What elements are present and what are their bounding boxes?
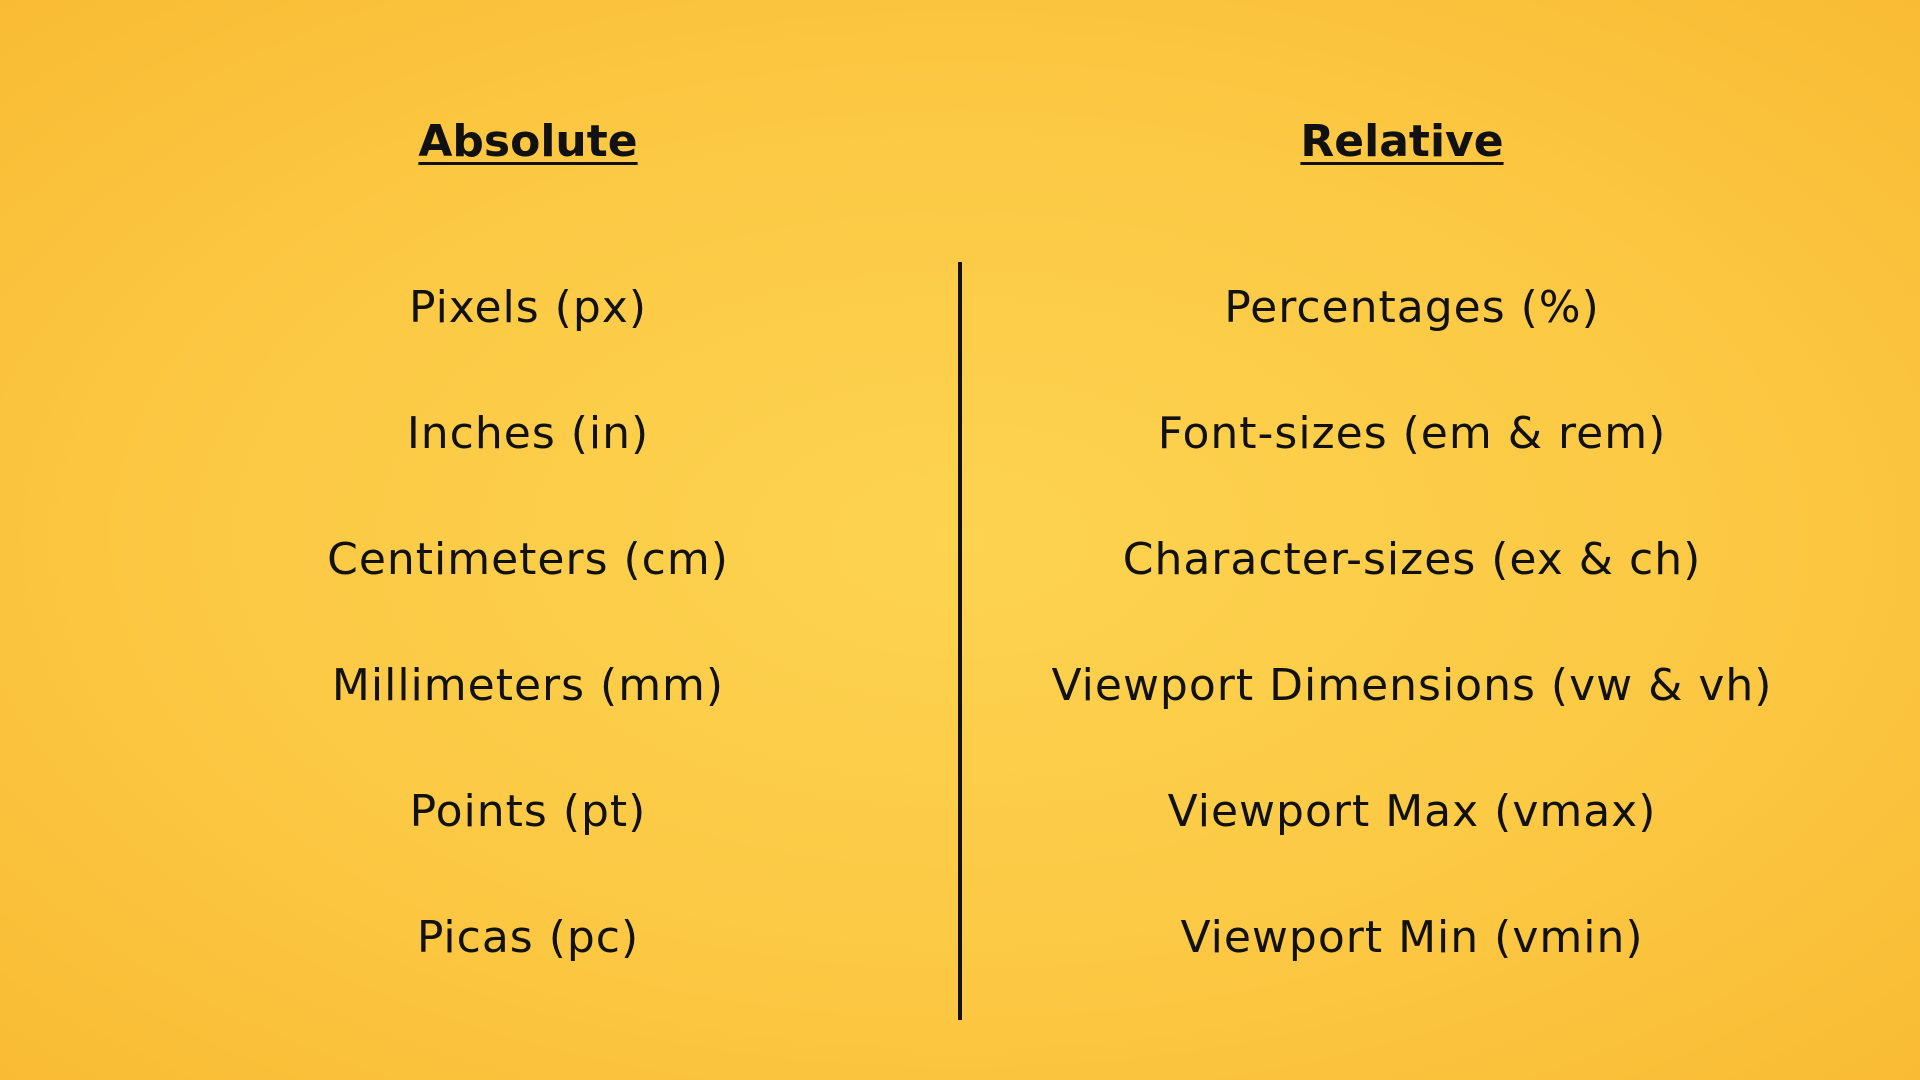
relative-unit-item: Viewport Dimensions (vw & vh) <box>1051 660 1773 711</box>
absolute-unit-item: Points (pt) <box>409 786 647 837</box>
relative-unit-item: Font-sizes (em & rem) <box>1157 408 1667 459</box>
relative-units-list: Percentages (%) Font-sizes (em & rem) Ch… <box>1032 276 1792 1032</box>
absolute-unit-item: Inches (in) <box>406 408 650 459</box>
absolute-unit-item: Picas (pc) <box>416 912 640 963</box>
relative-unit-item: Viewport Max (vmax) <box>1167 786 1657 837</box>
column-divider <box>958 262 962 1020</box>
absolute-units-list: Pixels (px) Inches (in) Centimeters (cm)… <box>148 276 908 1032</box>
absolute-unit-item: Centimeters (cm) <box>327 534 729 585</box>
absolute-heading: Absolute <box>418 116 638 167</box>
absolute-unit-item: Millimeters (mm) <box>331 660 725 711</box>
absolute-unit-item: Pixels (px) <box>409 282 647 333</box>
relative-unit-item: Viewport Min (vmin) <box>1180 912 1644 963</box>
relative-unit-item: Percentages (%) <box>1224 282 1600 333</box>
relative-heading: Relative <box>1300 116 1504 167</box>
relative-unit-item: Character-sizes (ex & ch) <box>1122 534 1702 585</box>
